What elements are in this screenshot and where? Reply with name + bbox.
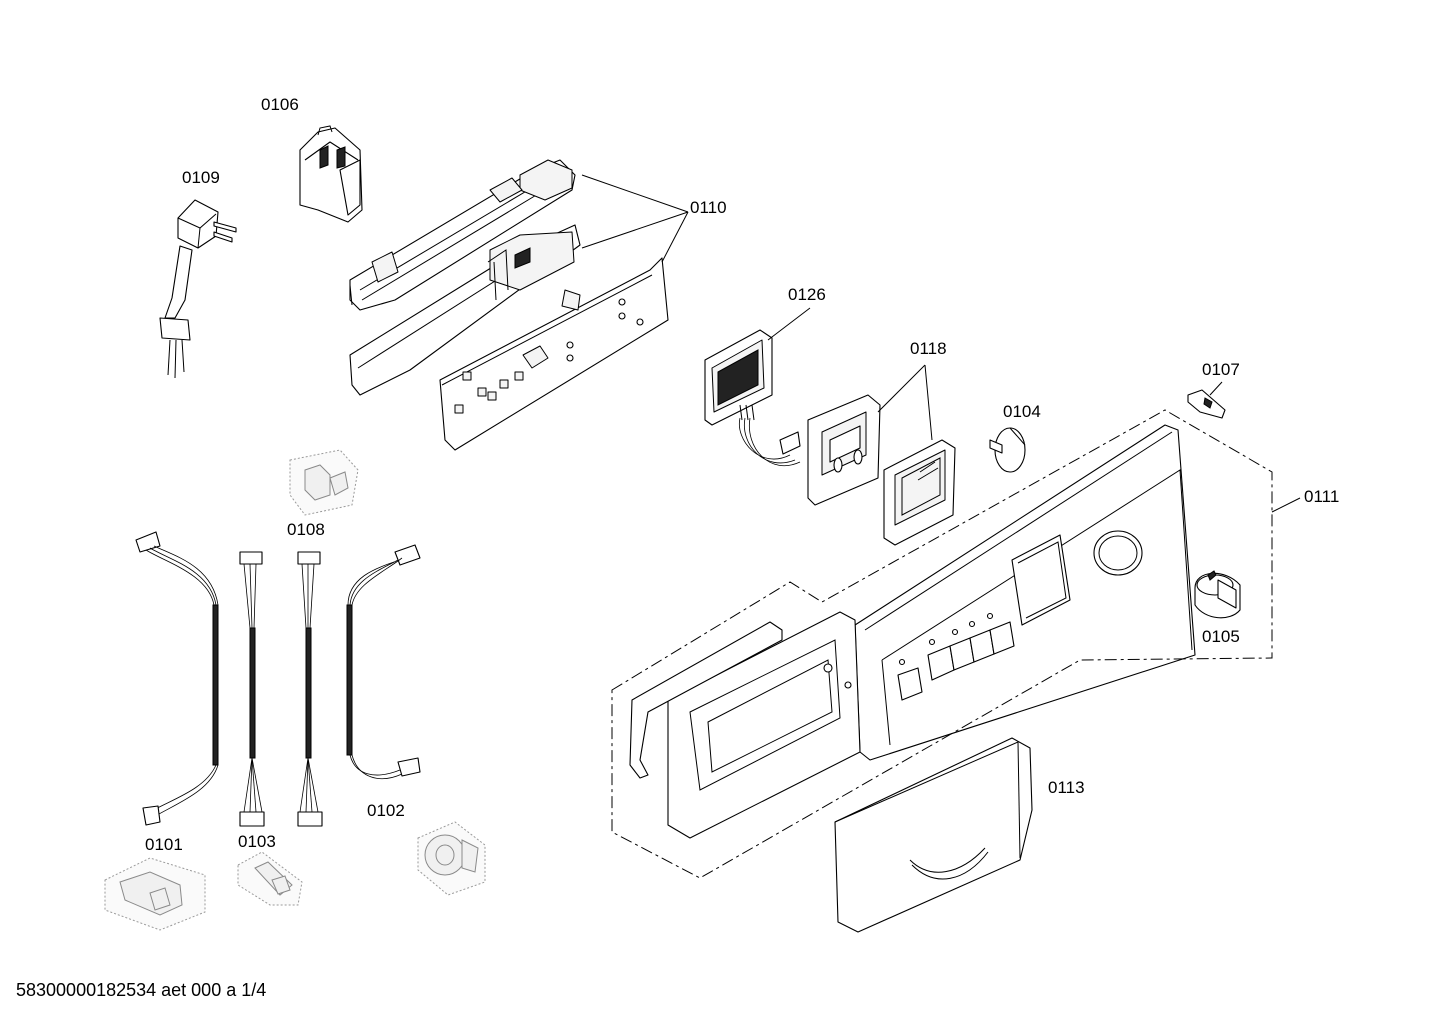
- label-0126: 0126: [788, 285, 826, 304]
- label-0108: 0108: [287, 520, 325, 539]
- part-0110-control-module: [349, 159, 689, 451]
- label-0107: 0107: [1202, 360, 1240, 379]
- label-0105: 0105: [1202, 627, 1240, 646]
- part-0103-harness-a: [239, 551, 265, 827]
- part-0126-display-module: [704, 307, 811, 467]
- part-0111-control-panel: [611, 409, 1273, 879]
- label-0102: 0102: [367, 801, 405, 820]
- part-0105-selector-knob: [1194, 570, 1241, 619]
- ghost-part-middle: [237, 851, 303, 906]
- label-0106: 0106: [261, 95, 299, 114]
- part-0104-knob-spindle: [989, 427, 1026, 473]
- label-0104: 0104: [1003, 402, 1041, 421]
- ghost-part-right: [417, 821, 486, 896]
- part-0106-housing: [299, 125, 363, 223]
- part-0102-harness: [346, 544, 421, 780]
- part-0108-ghost: [289, 449, 359, 516]
- label-0109: 0109: [182, 168, 220, 187]
- part-0101-harness: [135, 531, 219, 826]
- leader-0111: [1271, 497, 1301, 513]
- label-0103: 0103: [238, 832, 276, 851]
- label-0111: 0111: [1304, 487, 1339, 506]
- part-0113-detergent-drawer: [834, 737, 1033, 933]
- part-0107-bracket: [1187, 381, 1226, 419]
- part-0109-mains-cable: [159, 199, 237, 379]
- ghost-part-left: [104, 857, 206, 931]
- label-0110: 0110: [690, 198, 727, 217]
- part-0118-display-holder: [807, 364, 956, 546]
- label-0113: 0113: [1048, 778, 1085, 797]
- part-0103-harness-b: [297, 551, 323, 827]
- label-0118: 0118: [910, 339, 947, 358]
- document-reference-footer: 58300000182534 aet 000 a 1/4: [16, 980, 267, 1000]
- label-0101: 0101: [145, 835, 183, 854]
